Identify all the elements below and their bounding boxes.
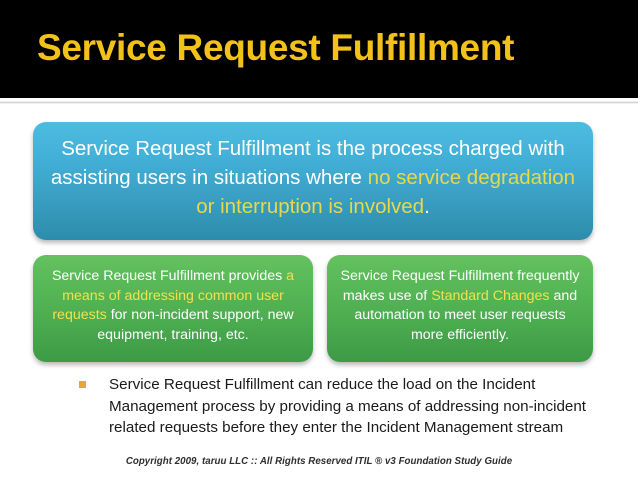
green-callout-left: Service Request Fulfillment provides a m… [33,255,313,362]
blue-callout-line-1: Service Request Fulfillment is the proce… [61,137,443,160]
green-callout-right: Service Request Fulfillment frequently m… [327,255,593,362]
blue-callout-line-2: charged with assisting users in situatio… [50,137,565,189]
blue-callout-line-3-tail: . [424,195,430,218]
title-band: Service Request Fulfillment [0,0,638,98]
bullet-item-text: Service Request Fulfillment can reduce t… [109,376,586,436]
blue-callout-highlight: no service degradation or interruption i… [196,166,576,218]
copyright-footer: Copyright 2009, taruu LLC :: All Rights … [125,456,513,467]
bullet-list-item: Service Request Fulfillment can reduce t… [79,374,603,439]
square-bullet-icon [79,381,86,388]
green-right-highlight: Standard Changes [431,287,550,304]
blue-definition-callout: Service Request Fulfillment is the proce… [33,122,593,240]
green-left-text-part2: for non-incident support, new equipment,… [97,307,294,343]
green-right-text-part1: Service Request Fulfillment frequently m… [340,268,580,304]
page-title: Service Request Fulfillment [37,27,515,68]
green-left-text-part1: Service Request Fulfillment provides [51,268,287,284]
title-divider [0,101,638,104]
green-left-highlight: a means of addressing common user reques… [52,268,295,323]
green-right-text-part2: and automation to meet user requests mor… [354,287,578,343]
